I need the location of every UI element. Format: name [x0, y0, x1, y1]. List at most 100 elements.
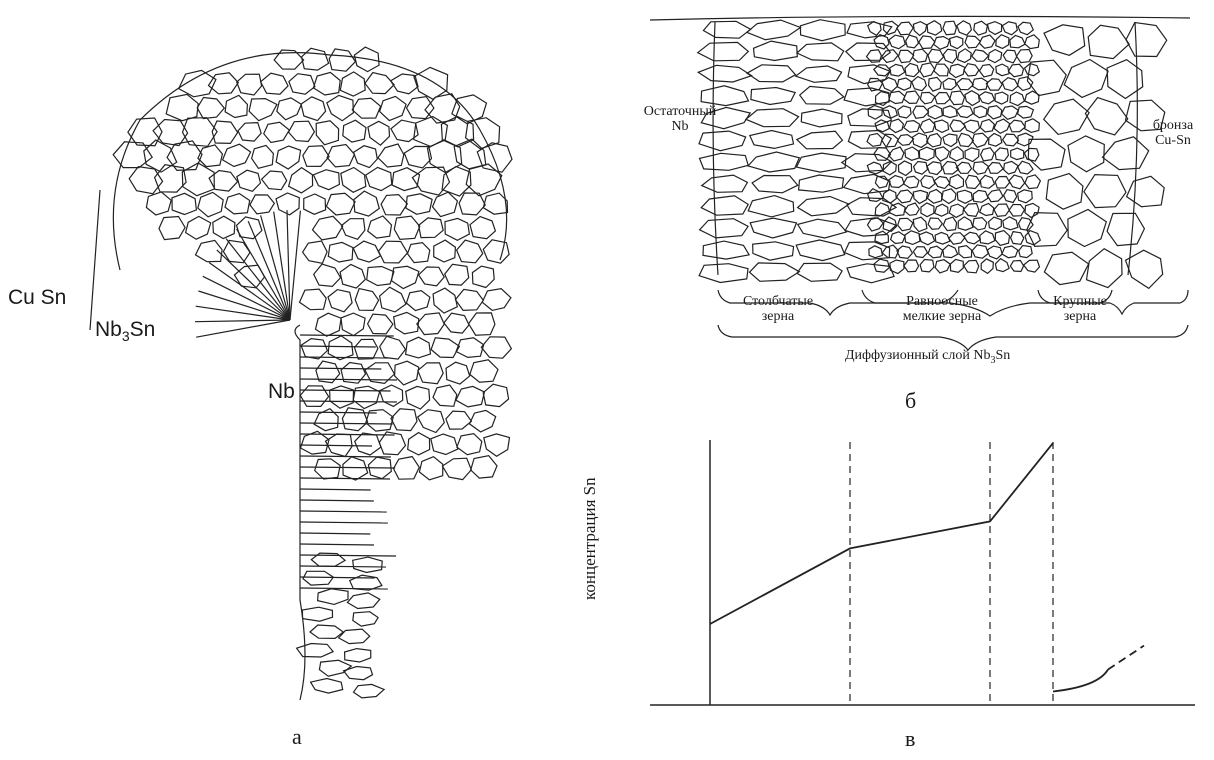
columnar-grain [701, 86, 748, 106]
diffusion-layer-label: Диффузионный слой Nb3Sn [845, 348, 1010, 366]
equiaxed-grain [913, 49, 928, 62]
equiaxed-grain [927, 134, 942, 147]
equiaxed-grain [996, 35, 1009, 49]
columnar-grain [751, 88, 795, 105]
zone-label-equiaxed: Равноосныемелкие зерна [872, 294, 1012, 324]
equiaxed-grain [943, 106, 957, 118]
columnar-grain [300, 412, 377, 413]
panel-a-nb-label: Nb [268, 380, 295, 404]
panel-b-grain-network [698, 20, 1167, 289]
columnar-grain [700, 153, 749, 170]
panel-c-chart [640, 420, 1200, 720]
equiaxed-grain [1004, 161, 1018, 174]
columnar-grain [698, 42, 749, 60]
cu-sn-boundary [90, 190, 100, 330]
grain [418, 363, 443, 384]
grain [483, 384, 508, 406]
columnar-grain [300, 445, 372, 446]
grain [303, 146, 329, 167]
equiaxed-grain [921, 203, 934, 217]
grain [353, 241, 380, 262]
equiaxed-grain [867, 162, 883, 174]
equiaxed-grain [904, 91, 920, 103]
columnar-grain [702, 175, 748, 192]
equiaxed-grain [950, 36, 963, 48]
grain [318, 589, 348, 605]
columnar-grain [701, 196, 748, 215]
columnar-grain [746, 109, 799, 127]
grain [327, 145, 354, 167]
grain [310, 625, 343, 638]
grain [330, 386, 354, 408]
equiaxed-grain [995, 148, 1008, 161]
equiaxed-grain [897, 135, 913, 146]
grain [484, 434, 510, 456]
equiaxed-grain [898, 50, 913, 62]
equiaxed-grain [928, 218, 942, 229]
grain [381, 195, 407, 215]
equiaxed-grain [898, 161, 911, 176]
grain [264, 122, 290, 142]
grain [313, 170, 339, 190]
concentration-line-bronze-dashed [1108, 646, 1144, 670]
columnar-grain [300, 566, 386, 567]
equiaxed-grain [989, 217, 1002, 230]
columnar-grain [300, 555, 396, 556]
equiaxed-grain [912, 77, 927, 91]
grain [352, 98, 380, 118]
grain [353, 557, 383, 572]
equiaxed-grain [1017, 50, 1033, 63]
equiaxed-grain [904, 121, 920, 133]
grain [166, 94, 198, 120]
grain [444, 313, 469, 333]
equiaxed-grain [950, 259, 963, 272]
columnar-grain [300, 522, 388, 523]
equiaxed-grain [1008, 64, 1023, 77]
concentration-line-bronze [1053, 670, 1108, 692]
grain [146, 192, 171, 215]
columnar-grain [801, 109, 842, 127]
grain [470, 217, 495, 239]
equiaxed-grain [958, 133, 973, 146]
panel-c-caption: в [905, 726, 915, 752]
equiaxed-grain [957, 79, 974, 90]
columnar-grain [797, 153, 847, 172]
equiaxed-grain [949, 64, 964, 77]
coarse-grain [1046, 174, 1083, 210]
equiaxed-grain [1009, 205, 1024, 217]
coarse-grain [1068, 210, 1106, 247]
coarse-grain [1088, 25, 1129, 58]
grain [406, 194, 432, 215]
grain [380, 287, 406, 312]
grain [433, 288, 457, 313]
equiaxed-grain [987, 246, 1002, 259]
grain [303, 241, 328, 263]
columnar-grain [300, 456, 391, 457]
grain [380, 336, 406, 359]
grain [419, 457, 442, 480]
grain [328, 242, 353, 262]
equiaxed-grain [972, 245, 988, 258]
equiaxed-grain [890, 119, 904, 133]
equiaxed-grain [974, 106, 987, 118]
grain [470, 360, 498, 382]
equiaxed-grain [1025, 203, 1039, 217]
equiaxed-grain [868, 106, 882, 120]
grain [341, 168, 366, 193]
equiaxed-grain [1025, 35, 1040, 49]
grain [446, 362, 470, 384]
equiaxed-grain [898, 106, 911, 118]
equiaxed-grain [1024, 148, 1039, 161]
coarse-grain [1044, 25, 1085, 56]
coarse-grain [1027, 213, 1067, 247]
equiaxed-grain [995, 92, 1008, 104]
grain [340, 264, 365, 288]
columnar-grain [842, 154, 892, 172]
grain [392, 266, 419, 288]
equiaxed-grain [959, 246, 972, 258]
equiaxed-grain [1025, 64, 1040, 76]
columnar-grain [300, 489, 371, 490]
grain [252, 145, 274, 168]
grain [209, 73, 239, 94]
equiaxed-grain [913, 190, 927, 203]
